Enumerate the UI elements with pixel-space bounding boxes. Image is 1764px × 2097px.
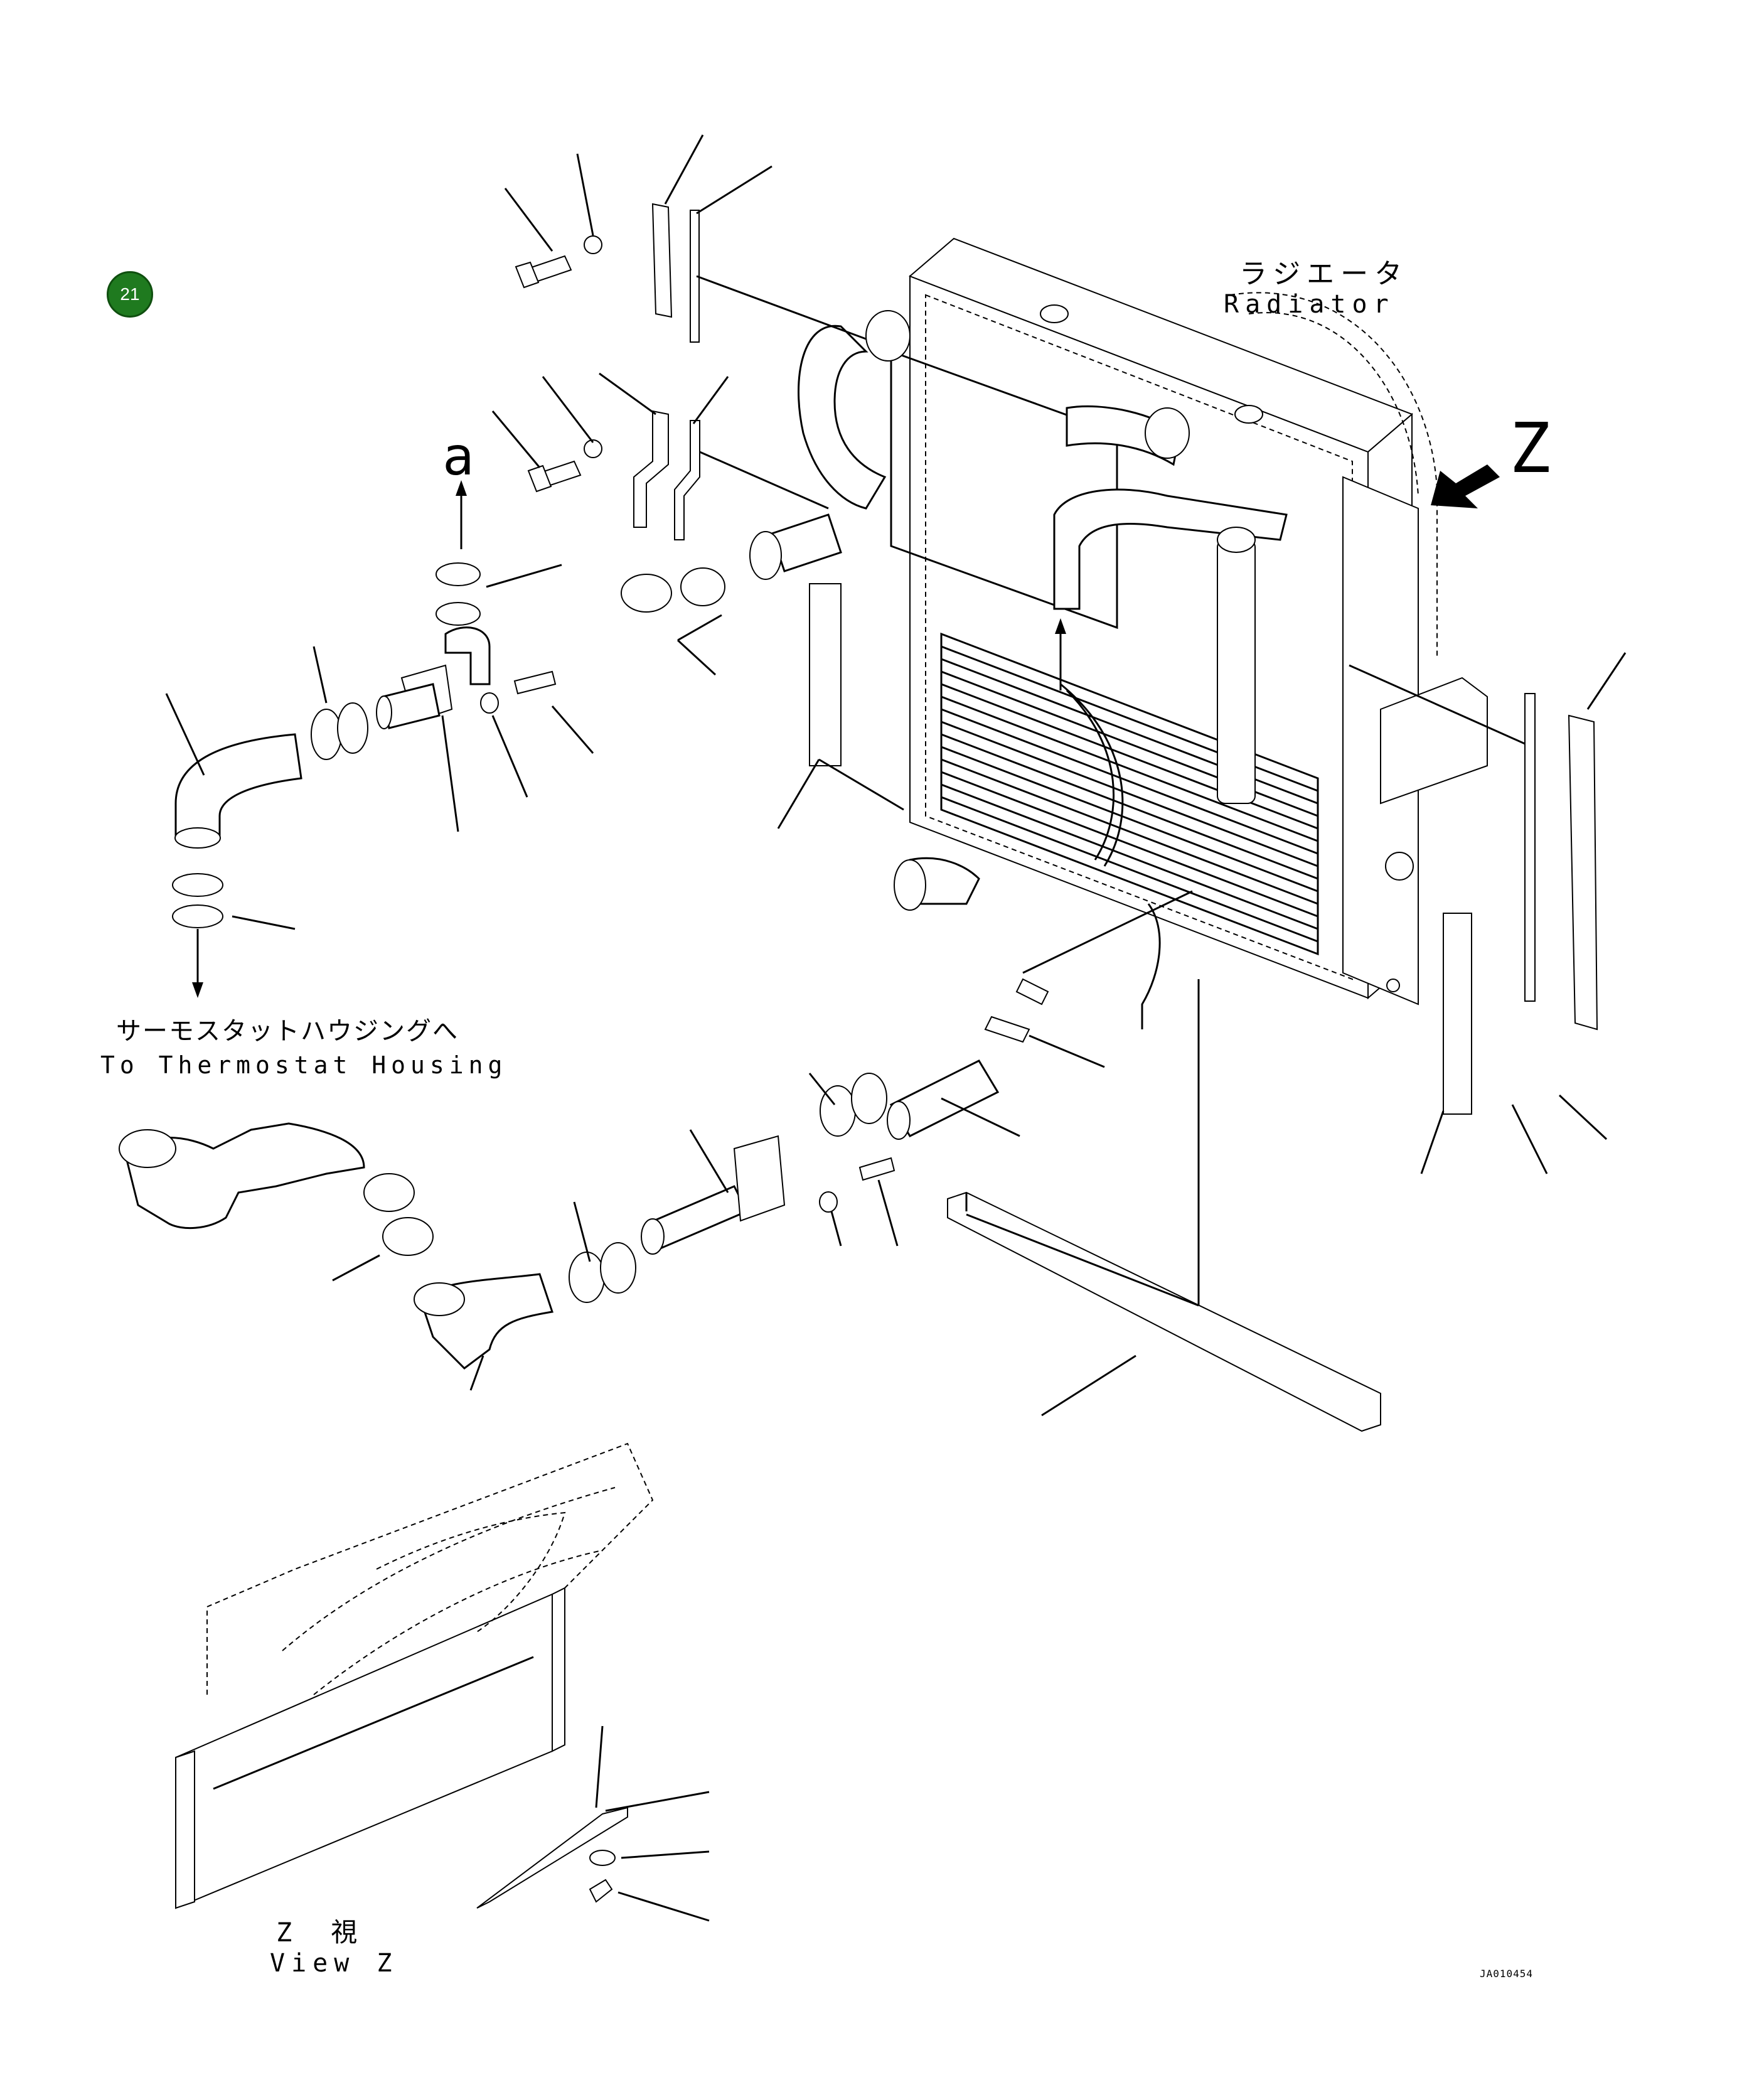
view-z-inset xyxy=(175,1442,710,1922)
arrow-a-center xyxy=(1055,618,1066,690)
left-pipe-assembly xyxy=(172,480,557,998)
lower-pipe-assembly xyxy=(119,978,1049,1370)
drawing-code: JA010454 xyxy=(1480,1968,1534,1980)
view-z-label-en: View Z xyxy=(270,1949,398,1978)
thermostat-label-en: To Thermostat Housing xyxy=(100,1051,508,1079)
view-z-marker: Z xyxy=(1509,408,1558,488)
view-z-label-jp: Z 視 xyxy=(276,1917,364,1948)
radiator-label-jp: ラジエータ xyxy=(1239,258,1409,290)
view-z-arrow xyxy=(1431,464,1500,508)
page-number-badge: 21 xyxy=(107,271,153,318)
bottom-strip xyxy=(947,1191,1381,1432)
leader-lines xyxy=(165,134,1627,1417)
upper-mount-parts xyxy=(515,203,1598,1115)
thermostat-label-jp: サーモスタットハウジングへ xyxy=(116,1017,459,1046)
arrow-a-label-left: a xyxy=(442,426,481,487)
radiator-assembly xyxy=(749,237,1488,1029)
